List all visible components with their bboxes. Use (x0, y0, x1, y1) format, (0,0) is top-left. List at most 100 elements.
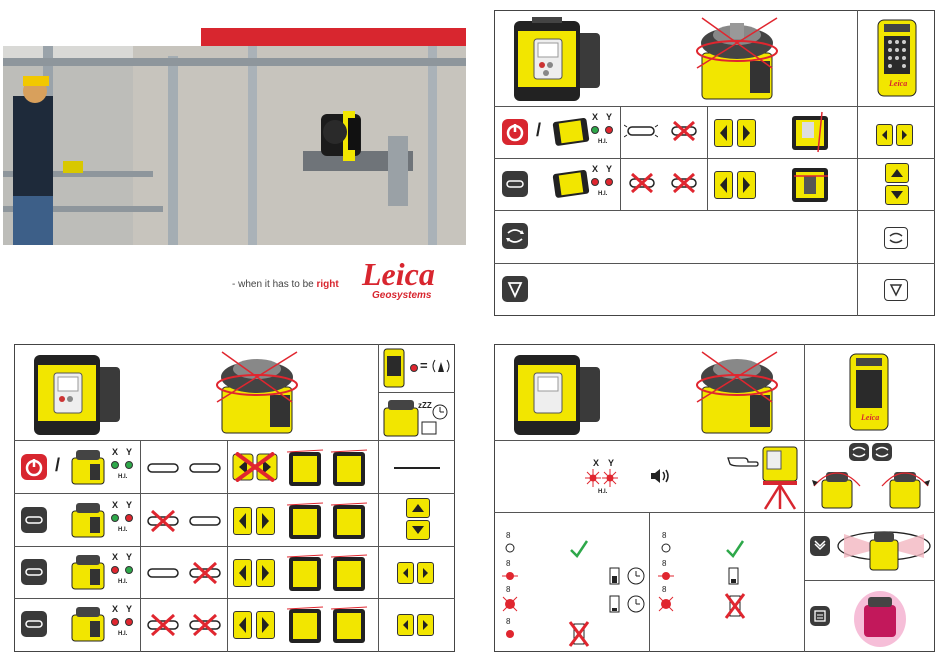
power-button[interactable] (21, 454, 47, 480)
level-icon (21, 559, 47, 585)
hi-label: H.I. (598, 139, 607, 145)
remote-control-small (383, 348, 405, 388)
laser-device-rotating (692, 13, 782, 103)
battery-clock-icon (608, 594, 648, 614)
sleep-device-icon: zZZ (382, 396, 452, 438)
arrow-right-button[interactable] (256, 507, 275, 535)
power-icon (21, 454, 47, 480)
remote-tilt-button[interactable] (884, 279, 908, 301)
remote-rotate-button[interactable] (884, 227, 908, 249)
svg-text:Leica: Leica (888, 79, 907, 88)
level-button[interactable] (21, 507, 47, 533)
arrow-right-button[interactable] (737, 119, 756, 147)
tilt-icon (502, 276, 528, 302)
laser-device-rotating (212, 347, 302, 437)
arrow-left-button[interactable] (714, 119, 733, 147)
menu-icon (810, 606, 830, 626)
laser-device-rotating (692, 347, 782, 437)
level-button[interactable] (21, 559, 47, 585)
equals-sign: = (420, 358, 428, 373)
level-vial-flashing-icon (624, 122, 658, 140)
remote-arrow-left[interactable] (397, 562, 414, 584)
remote-arrow-right[interactable] (417, 614, 434, 636)
remote-arrow-left[interactable] (397, 614, 414, 636)
arrow-left-button[interactable] (233, 611, 252, 639)
laser-device-front (32, 347, 122, 437)
svg-text:8: 8 (662, 585, 667, 594)
remote-arrow-left[interactable] (876, 124, 893, 146)
led-x-red (111, 566, 119, 574)
svg-text:8: 8 (662, 531, 667, 540)
tagline-prefix: - when it has to be (232, 279, 317, 290)
remote-arrow-down[interactable] (885, 185, 909, 205)
arrow-right-button[interactable] (256, 611, 275, 639)
scan-button[interactable] (810, 536, 830, 556)
hi-label: H.I. (118, 579, 127, 585)
tilt-icon (885, 280, 907, 300)
arrow-buttons-disabled (232, 452, 278, 482)
remote-control: Leica (848, 352, 890, 432)
device-front-view-icon (788, 162, 832, 206)
led-y-red (605, 178, 613, 186)
led-x-green (111, 514, 119, 522)
device-pair-icon (285, 499, 373, 541)
x-label: X (112, 552, 118, 562)
arrow-right-button[interactable] (256, 559, 275, 587)
level-vial-pair-icon (144, 561, 224, 585)
rotate-button[interactable] (502, 223, 528, 249)
svg-text:8: 8 (506, 585, 511, 594)
led-red (410, 364, 418, 372)
slash-separator: / (536, 120, 541, 141)
logo-wordmark: Leica (362, 258, 442, 290)
level-vial-pair-icon (144, 613, 224, 637)
power-button[interactable] (502, 119, 528, 145)
y-label: Y (126, 447, 132, 457)
x-label: X (593, 458, 599, 468)
remote-arrow-right[interactable] (896, 124, 913, 146)
arrow-left-button[interactable] (714, 171, 733, 199)
hi-label: H.I. (598, 191, 607, 197)
x-label: X (112, 447, 118, 457)
device-icon (70, 501, 106, 539)
rotate-left-button[interactable] (849, 443, 869, 461)
led-x-red (591, 178, 599, 186)
led-x-red (111, 618, 119, 626)
menu-button[interactable] (810, 606, 830, 626)
level-icon (21, 611, 47, 637)
remote-arrow-up[interactable] (885, 163, 909, 183)
slash-separator: / (55, 455, 60, 476)
level-icon (21, 507, 47, 533)
remote-arrow-up[interactable] (406, 498, 430, 518)
level-vial-off-icon (628, 172, 656, 194)
level-vial-flashing-icon (144, 459, 224, 477)
tilt-button[interactable] (502, 276, 528, 302)
level-button[interactable] (21, 611, 47, 637)
hi-label: H.I. (118, 527, 127, 533)
svg-text:8: 8 (506, 617, 511, 626)
y-label: Y (606, 112, 612, 122)
tilt-icon (810, 536, 830, 556)
arrow-left-button[interactable] (233, 507, 252, 535)
remote-arrow-right[interactable] (417, 562, 434, 584)
x-label: X (112, 604, 118, 614)
arrow-right-button[interactable] (737, 171, 756, 199)
level-button[interactable] (502, 171, 528, 197)
tagline: - when it has to be right (232, 279, 339, 290)
remote-arrow-down[interactable] (406, 520, 430, 540)
svg-text:8: 8 (506, 531, 511, 540)
device-icon (70, 553, 106, 591)
device-pair-icon (285, 603, 373, 645)
tagline-emphasis: right (317, 279, 339, 290)
y-label: Y (126, 500, 132, 510)
led-y-red (125, 514, 133, 522)
radio-signal-icon (430, 356, 452, 376)
check-icon (724, 538, 746, 560)
check-icon (568, 538, 590, 560)
arrow-left-button[interactable] (233, 559, 252, 587)
led-x-green (591, 126, 599, 134)
rotating-devices-icon (810, 462, 932, 510)
battery-empty-icon (724, 592, 746, 620)
rotate-right-button[interactable] (872, 443, 892, 461)
svg-text:8: 8 (662, 559, 667, 568)
y-label: Y (606, 164, 612, 174)
